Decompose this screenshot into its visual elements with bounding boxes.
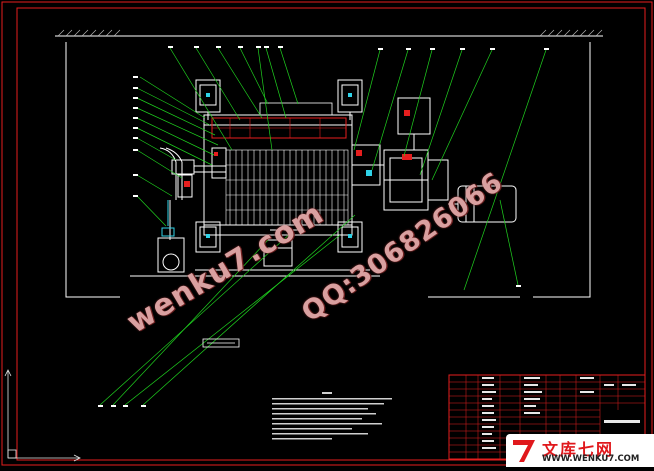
drive-marks — [356, 150, 412, 176]
left-valve-marks — [184, 152, 218, 187]
hydraulic-cylinders — [195, 79, 363, 253]
technical-notes — [272, 392, 392, 440]
section-label — [202, 338, 240, 348]
ucs-icon — [4, 369, 81, 462]
brand-name: 文库七网 — [542, 440, 615, 459]
control-box-indicator — [404, 110, 410, 116]
left-piping — [157, 147, 227, 273]
brand-url: WWW.WENKU7.COM — [542, 454, 640, 464]
cylinder-ports — [206, 93, 352, 238]
leader-lines — [99, 47, 547, 406]
part-tags — [98, 46, 549, 407]
brand-glyph: 7 — [518, 452, 524, 461]
plate-pack — [225, 149, 349, 226]
ground-hatch — [57, 29, 603, 37]
crossbeam — [211, 102, 347, 139]
control-box — [397, 97, 431, 150]
foundation-outline — [55, 35, 603, 298]
brand-seven-icon: 7 — [513, 440, 535, 462]
left-valve-cyan — [161, 200, 175, 237]
drain-tank — [263, 229, 300, 267]
drive-unit — [351, 144, 517, 223]
brand-logo[interactable]: 7 文库七网 WWW.WENKU7.COM — [506, 434, 654, 467]
